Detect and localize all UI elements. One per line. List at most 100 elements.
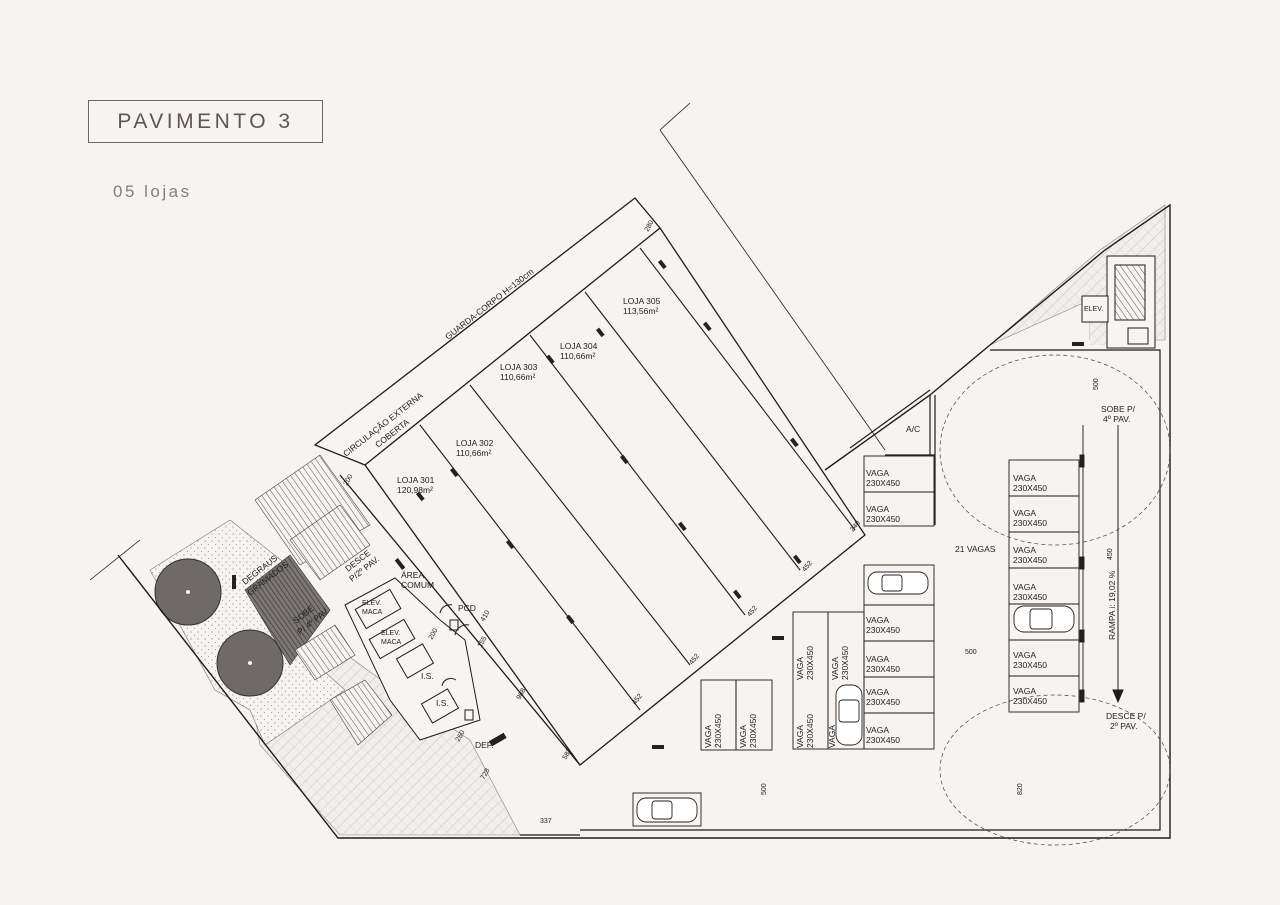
is-label-2: I.S. (436, 698, 449, 708)
dep-label: DEP. (475, 740, 494, 750)
plan-label: 230X450 (1013, 555, 1047, 565)
plan-label: VAGA (830, 657, 840, 680)
page-subtitle: 05 lojas (113, 182, 192, 201)
plan-label: 280 (644, 219, 656, 233)
page-title: PAVIMENTO 3 (88, 100, 323, 143)
store-area: 110,66m² (560, 351, 595, 361)
plan-label: VAGA (795, 657, 805, 680)
plan-label: 587 (562, 747, 574, 761)
store-name: LOJA 302 (456, 438, 494, 448)
desce-ramp-label-2: 2º PAV. (1110, 721, 1138, 731)
plan-label: 240 (849, 520, 862, 534)
plan-label: VAGA (866, 725, 889, 735)
store-label: LOJA 301 120,98m² (397, 475, 435, 495)
plan-label: 410 (480, 609, 492, 623)
elev-maca-label-2: ELEV. (381, 630, 400, 637)
plan-label: 230X450 (1013, 592, 1047, 602)
plan-label: 230X450 (805, 646, 815, 680)
plan-label: 230X450 (1013, 660, 1047, 670)
tree-icon (154, 558, 222, 626)
area-comum-label: ÁREA (401, 570, 424, 580)
desce-ramp-label: DESCE P/ (1106, 711, 1146, 721)
plan-label: VAGA (866, 504, 889, 514)
plan-label: 452 (688, 653, 701, 667)
store-name: LOJA 303 (500, 362, 538, 372)
plan-label: VAGA (703, 725, 713, 748)
store-name: LOJA 301 (397, 475, 435, 485)
store-walls (419, 247, 856, 711)
sobe-ramp-label: SOBE P/ (1101, 404, 1136, 414)
store-label: LOJA 305 113,56m² (623, 296, 661, 316)
store-label: LOJA 303 110,66m² (500, 362, 538, 382)
car-icon (835, 684, 863, 746)
service-core (344, 577, 507, 747)
ramp-arrow (1112, 430, 1124, 704)
plan-label: 452 (631, 693, 644, 707)
plan-label: VAGA (738, 725, 748, 748)
plan-label: 500 (965, 649, 977, 656)
store-name: LOJA 304 (560, 341, 598, 351)
plan-label: 155 (477, 635, 489, 649)
plan-label: 230X450 (866, 697, 900, 707)
elev-maca-label: ELEV. (362, 600, 381, 607)
store-area: 110,66m² (500, 372, 535, 382)
parking-walls (580, 349, 1161, 831)
elevator-core (1081, 255, 1156, 349)
plan-label: VAGA (1013, 508, 1036, 518)
plan-label: 230X450 (866, 735, 900, 745)
maca-label-2: MACA (381, 639, 402, 646)
site-outline (89, 102, 1171, 839)
elev-label: ELEV. (1084, 306, 1103, 313)
plan-label: 230X450 (1013, 518, 1047, 528)
maca-label: MACA (362, 609, 383, 616)
plan-label: 230X450 (748, 714, 758, 748)
area-comum-label-2: COMUM (401, 580, 434, 590)
store-label: LOJA 302 110,66m² (456, 438, 494, 458)
plan-label: VAGA (1013, 650, 1036, 660)
plan-label: 200 (343, 473, 355, 487)
rampa-label: RAMPA i: 19,02 % (1107, 570, 1117, 640)
page-title-text: PAVIMENTO 3 (117, 109, 294, 133)
dimension-labels: 280 200 240 452 452 452 452 988 587 728 … (343, 219, 1114, 825)
plan-label: VAGA (795, 725, 805, 748)
stall-labels: VAGA 230X450 VAGA 230X450 VAGA 230X450 V… (866, 468, 1047, 745)
building-outline (313, 197, 866, 836)
plan-label: VAGA (866, 687, 889, 697)
plan-label: 450 (1107, 548, 1114, 560)
car-icon (867, 571, 929, 595)
store-label: LOJA 304 110,66m² (560, 341, 598, 361)
turning-circles (939, 354, 1171, 846)
plan-label: VAGA (866, 615, 889, 625)
car-icon (1013, 605, 1075, 633)
plan-label: VAGA (827, 725, 837, 748)
tree-icon (216, 629, 284, 697)
store-area: 120,98m² (397, 485, 433, 495)
store-area: 113,56m² (623, 306, 658, 316)
is-label: I.S. (421, 671, 434, 681)
store-area: 110,66m² (456, 448, 491, 458)
plan-label: 337 (540, 818, 552, 825)
plan-label: VAGA (866, 654, 889, 664)
plan-label: VAGA (1013, 582, 1036, 592)
plan-label: 230X450 (866, 514, 900, 524)
plan-label: 988 (516, 687, 528, 701)
pcd-label: PCD (458, 603, 476, 613)
wall-openings (232, 259, 1084, 749)
plan-label: VAGA (1013, 545, 1036, 555)
plan-label: 260 (455, 729, 467, 743)
plan-label: 230X450 (805, 714, 815, 748)
plan-label: 200 (428, 627, 440, 641)
ac-label: A/C (906, 424, 920, 434)
car-icon (636, 797, 698, 823)
plan-label: VAGA (1013, 686, 1036, 696)
plan-label: 230X450 (840, 646, 850, 680)
total-vagas-label: 21 VAGAS (955, 544, 996, 554)
plan-label: VAGA (1013, 473, 1036, 483)
stall-labels-vertical: VAGA 230X450 VAGA 230X450 VAGA 230X450 V… (703, 646, 850, 748)
plan-label: 230X450 (866, 478, 900, 488)
store-name: LOJA 305 (623, 296, 661, 306)
plan-label: 230X450 (713, 714, 723, 748)
plan-label: 230X450 (866, 664, 900, 674)
stairs-block (244, 454, 393, 746)
plan-label: 230X450 (1013, 696, 1047, 706)
